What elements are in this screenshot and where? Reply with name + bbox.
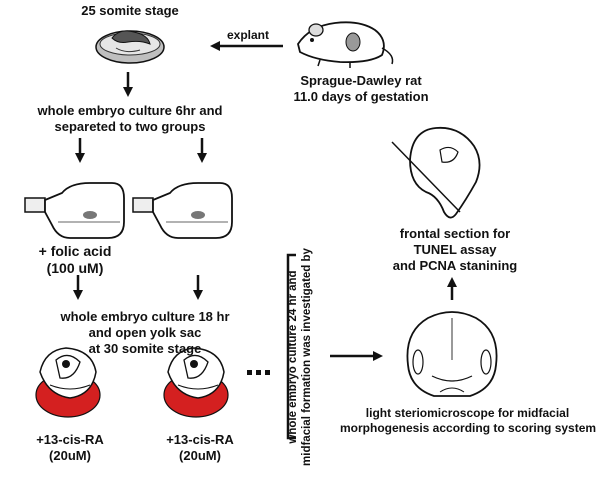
label-culture-18hr-1: whole embryo culture 18 hr <box>60 309 230 324</box>
label-rat-days: 11.0 days of gestation <box>293 89 429 104</box>
label-25-somite: 25 somite stage <box>81 3 179 18</box>
label-culture-18hr-2: and open yolk sac <box>88 325 202 340</box>
embryo-head-icon <box>391 126 481 219</box>
label-frontal-3: and PCNA stanining <box>392 258 518 273</box>
label-ra-left: +13-cis-RA <box>36 432 104 447</box>
label-rat-name: Sprague-Dawley rat <box>300 73 422 88</box>
diagram-canvas <box>24 21 498 440</box>
label-culture-18hr-3: at 30 somite stage <box>88 341 202 356</box>
label-culture-6hr-1: whole embryo culture 6hr and <box>37 103 223 118</box>
label-ra-right: +13-cis-RA <box>166 432 234 447</box>
label-vertical-2: midfacial formation was investigated by <box>301 248 313 466</box>
label-light-1: light steriomicroscope for midfacial <box>365 406 570 420</box>
label-frontal-1: frontal section for <box>399 226 511 241</box>
label-folic-acid: + folic acid <box>38 243 112 259</box>
leader-dots <box>247 370 270 375</box>
culture-bottle-icon <box>132 182 233 239</box>
label-vertical-1: whole embryo culture 24 hr and <box>287 270 299 444</box>
culture-bottle-icon <box>24 182 125 239</box>
label-vertical: whole embryo culture 24 hr and midfacial… <box>286 217 314 497</box>
embryo-face-icon <box>406 311 498 397</box>
rat-icon <box>297 21 394 68</box>
label-ra-left-dose: (20uM) <box>49 448 91 463</box>
embryo-ra-icon <box>35 347 101 418</box>
label-explant: explant <box>226 28 269 42</box>
embryo-dish-icon <box>95 30 165 64</box>
label-ra-right-dose: (20uM) <box>179 448 221 463</box>
bracket <box>286 253 296 440</box>
label-frontal-2: TUNEL assay <box>413 242 497 257</box>
embryo-ra-icon <box>163 347 229 418</box>
section-plane-line <box>391 141 461 213</box>
label-folic-dose: (100 uM) <box>46 260 104 276</box>
label-light-2: morphogenesis according to scoring syste… <box>340 421 597 435</box>
label-culture-6hr-2: separeted to two groups <box>54 119 206 134</box>
